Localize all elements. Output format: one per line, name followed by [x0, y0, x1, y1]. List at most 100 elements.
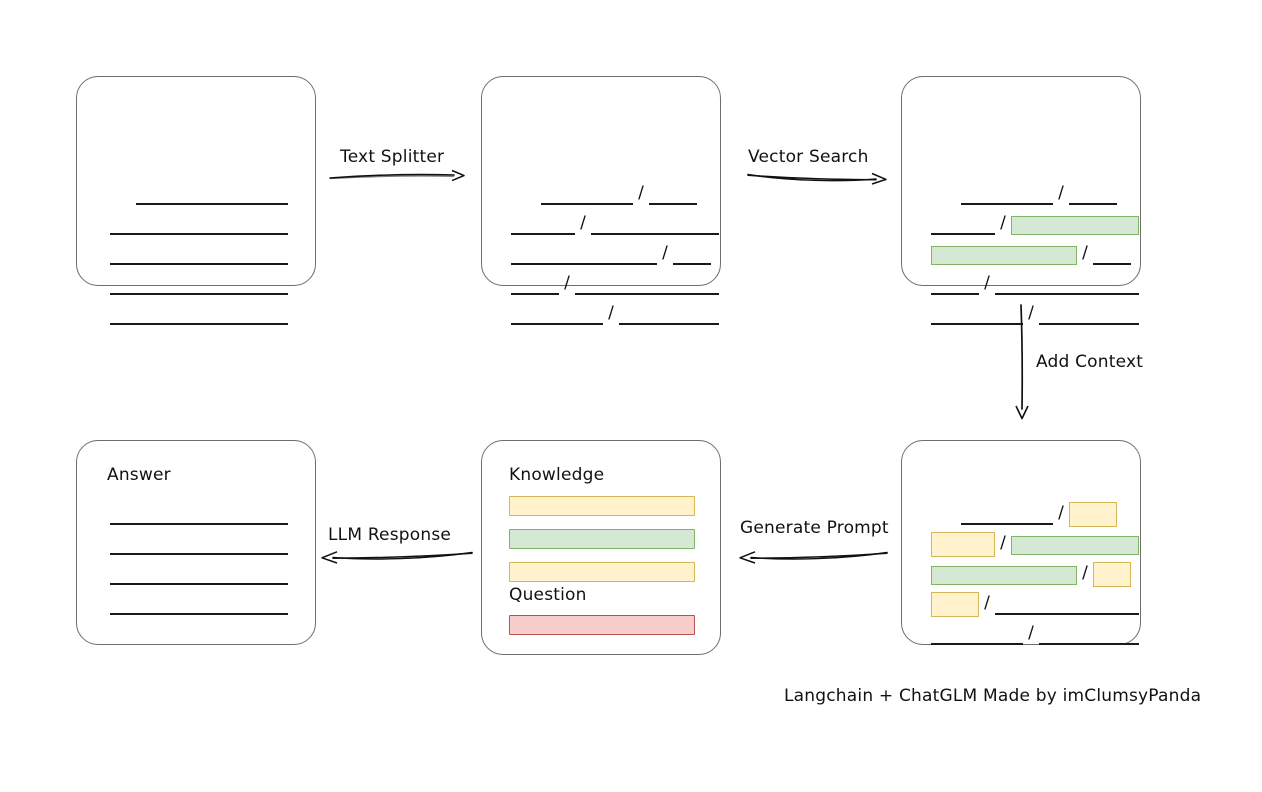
text-splitter-label: Text Splitter	[340, 147, 445, 167]
matched-chunk-highlight	[931, 566, 1077, 585]
add-context-arrow	[1012, 304, 1034, 420]
knowledge-bar-green-1	[509, 529, 695, 549]
split-separator: /	[564, 273, 570, 293]
question-label: Question	[509, 585, 587, 605]
split-separator: /	[1000, 533, 1006, 553]
line-segment	[110, 213, 288, 235]
split-separator: /	[662, 243, 668, 263]
document-line	[110, 213, 288, 235]
line-segment	[110, 243, 288, 265]
document-line	[110, 303, 288, 325]
split-separator: /	[984, 593, 990, 613]
llm-response-label: LLM Response	[328, 525, 452, 545]
context-document-card[interactable]: / / / / /	[901, 440, 1141, 645]
matched-chunk-highlight	[1011, 536, 1139, 555]
split-separator: /	[608, 303, 614, 323]
document-line	[110, 563, 288, 585]
line-segment	[1069, 183, 1117, 205]
document-line: /	[961, 183, 1117, 205]
split-separator: /	[580, 213, 586, 233]
line-segment	[961, 183, 1053, 205]
prompt-chunk-highlight	[1093, 562, 1131, 587]
document-line: /	[931, 592, 1139, 617]
split-document-card[interactable]: / / / / /	[481, 76, 721, 325]
line-segment	[511, 303, 603, 325]
matched-document-lines: / / / / /	[902, 77, 1140, 325]
generate-prompt-arrow	[739, 548, 888, 566]
prompt-card[interactable]: Knowledge Question	[481, 440, 721, 655]
line-segment	[931, 303, 1023, 325]
prompt-chunk-highlight	[931, 592, 979, 617]
vector-search-arrow	[747, 168, 888, 188]
line-segment	[1093, 243, 1131, 265]
llm-response-arrow	[320, 548, 473, 566]
line-segment	[575, 273, 719, 295]
document-line: /	[931, 213, 1139, 235]
document-line	[110, 243, 288, 265]
split-document-lines: / / / / /	[482, 77, 720, 325]
prompt-chunk-highlight	[931, 532, 995, 557]
knowledge-label: Knowledge	[509, 465, 605, 485]
line-segment	[931, 623, 1023, 645]
document-line	[110, 533, 288, 555]
line-segment	[649, 183, 697, 205]
split-separator: /	[1058, 503, 1064, 523]
text-splitter-arrow	[329, 168, 466, 186]
line-segment	[995, 273, 1139, 295]
source-document-card[interactable]	[76, 76, 316, 325]
split-separator: /	[1082, 243, 1088, 263]
document-line	[110, 503, 288, 525]
matched-chunk-highlight	[1011, 216, 1139, 235]
question-bar-red	[509, 615, 695, 635]
document-line: /	[931, 303, 1139, 325]
split-separator: /	[984, 273, 990, 293]
answer-card[interactable]: Answer	[76, 440, 316, 645]
answer-label: Answer	[107, 465, 171, 485]
line-segment	[511, 273, 559, 295]
document-line: /	[511, 273, 719, 295]
generate-prompt-label: Generate Prompt	[740, 518, 889, 538]
line-segment	[931, 273, 979, 295]
vector-search-label: Vector Search	[748, 147, 869, 167]
document-line: /	[511, 213, 719, 235]
split-separator: /	[638, 183, 644, 203]
document-line: /	[961, 502, 1117, 527]
line-segment	[110, 533, 288, 555]
split-separator: /	[1082, 563, 1088, 583]
document-line: /	[931, 623, 1139, 645]
document-line: /	[931, 532, 1139, 557]
footer-credit: Langchain + ChatGLM Made by imClumsyPand…	[784, 686, 1202, 706]
line-segment	[110, 593, 288, 615]
answer-lines	[77, 441, 315, 644]
knowledge-bar-yellow-1	[509, 496, 695, 516]
source-document-lines	[77, 77, 315, 325]
document-line: /	[931, 273, 1139, 295]
line-segment	[619, 303, 719, 325]
line-segment	[511, 243, 657, 265]
prompt-chunk-highlight	[1069, 502, 1117, 527]
document-line: /	[511, 303, 719, 325]
context-document-lines: / / / / /	[902, 441, 1140, 645]
document-line: /	[931, 562, 1131, 587]
document-line	[136, 183, 288, 205]
add-context-label: Add Context	[1036, 352, 1144, 372]
line-segment	[110, 303, 288, 325]
split-separator: /	[1028, 303, 1034, 323]
line-segment	[673, 243, 711, 265]
matched-document-card[interactable]: / / / / /	[901, 76, 1141, 325]
line-segment	[541, 183, 633, 205]
line-segment	[110, 273, 288, 295]
line-segment	[591, 213, 719, 235]
line-segment	[511, 213, 575, 235]
split-separator: /	[1058, 183, 1064, 203]
split-separator: /	[1028, 623, 1034, 643]
line-segment	[136, 183, 288, 205]
line-segment	[995, 593, 1139, 615]
knowledge-bar-yellow-2	[509, 562, 695, 582]
matched-chunk-highlight	[931, 246, 1077, 265]
line-segment	[110, 563, 288, 585]
split-separator: /	[1000, 213, 1006, 233]
line-segment	[961, 503, 1053, 525]
line-segment	[931, 213, 995, 235]
